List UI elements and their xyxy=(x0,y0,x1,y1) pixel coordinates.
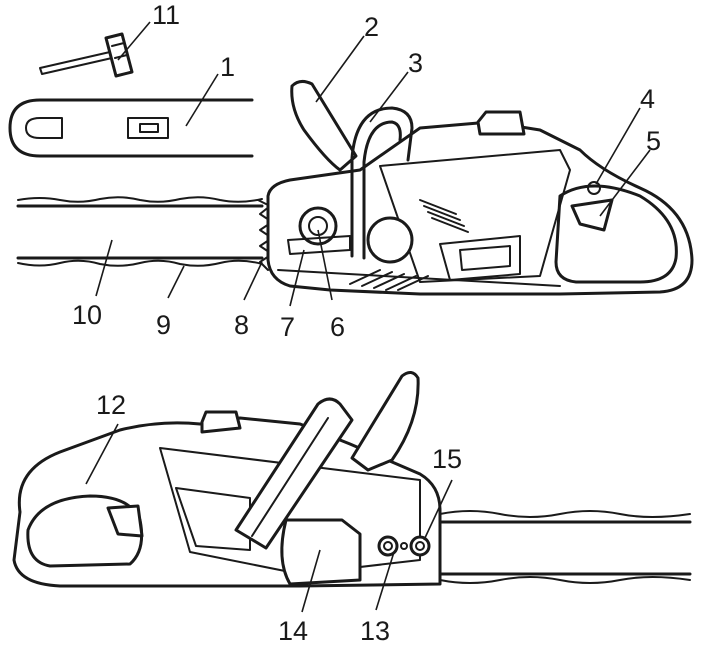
callout-2: 2 xyxy=(364,12,379,42)
saw-body-right xyxy=(12,410,442,588)
guide-bar-detail xyxy=(8,98,254,158)
wrench xyxy=(39,32,134,78)
guide-bar-right xyxy=(438,510,692,584)
hand-guard-right xyxy=(350,371,420,472)
front-handle xyxy=(350,106,414,260)
tension-dial xyxy=(587,181,601,195)
callout-1: 1 xyxy=(220,52,235,82)
guide-bar-with-chain xyxy=(16,196,264,267)
callout-5: 5 xyxy=(646,126,661,156)
sprocket-teeth xyxy=(257,199,273,271)
front-hand-guard xyxy=(290,79,358,172)
callout-15: 15 xyxy=(432,444,462,474)
callout-3: 3 xyxy=(408,48,423,78)
callout-13: 13 xyxy=(360,616,390,646)
callout-10: 10 xyxy=(72,300,102,330)
saw-body-left xyxy=(266,110,694,296)
callout-14: 14 xyxy=(278,616,308,646)
leader-lines xyxy=(85,21,651,613)
callout-6: 6 xyxy=(330,312,345,342)
callout-4: 4 xyxy=(640,84,655,114)
callout-12: 12 xyxy=(96,390,126,420)
callout-11: 11 xyxy=(152,0,180,30)
front-handle-right xyxy=(234,397,354,550)
callout-7: 7 xyxy=(280,312,295,342)
callout-8: 8 xyxy=(234,310,249,340)
callout-9: 9 xyxy=(156,310,171,340)
